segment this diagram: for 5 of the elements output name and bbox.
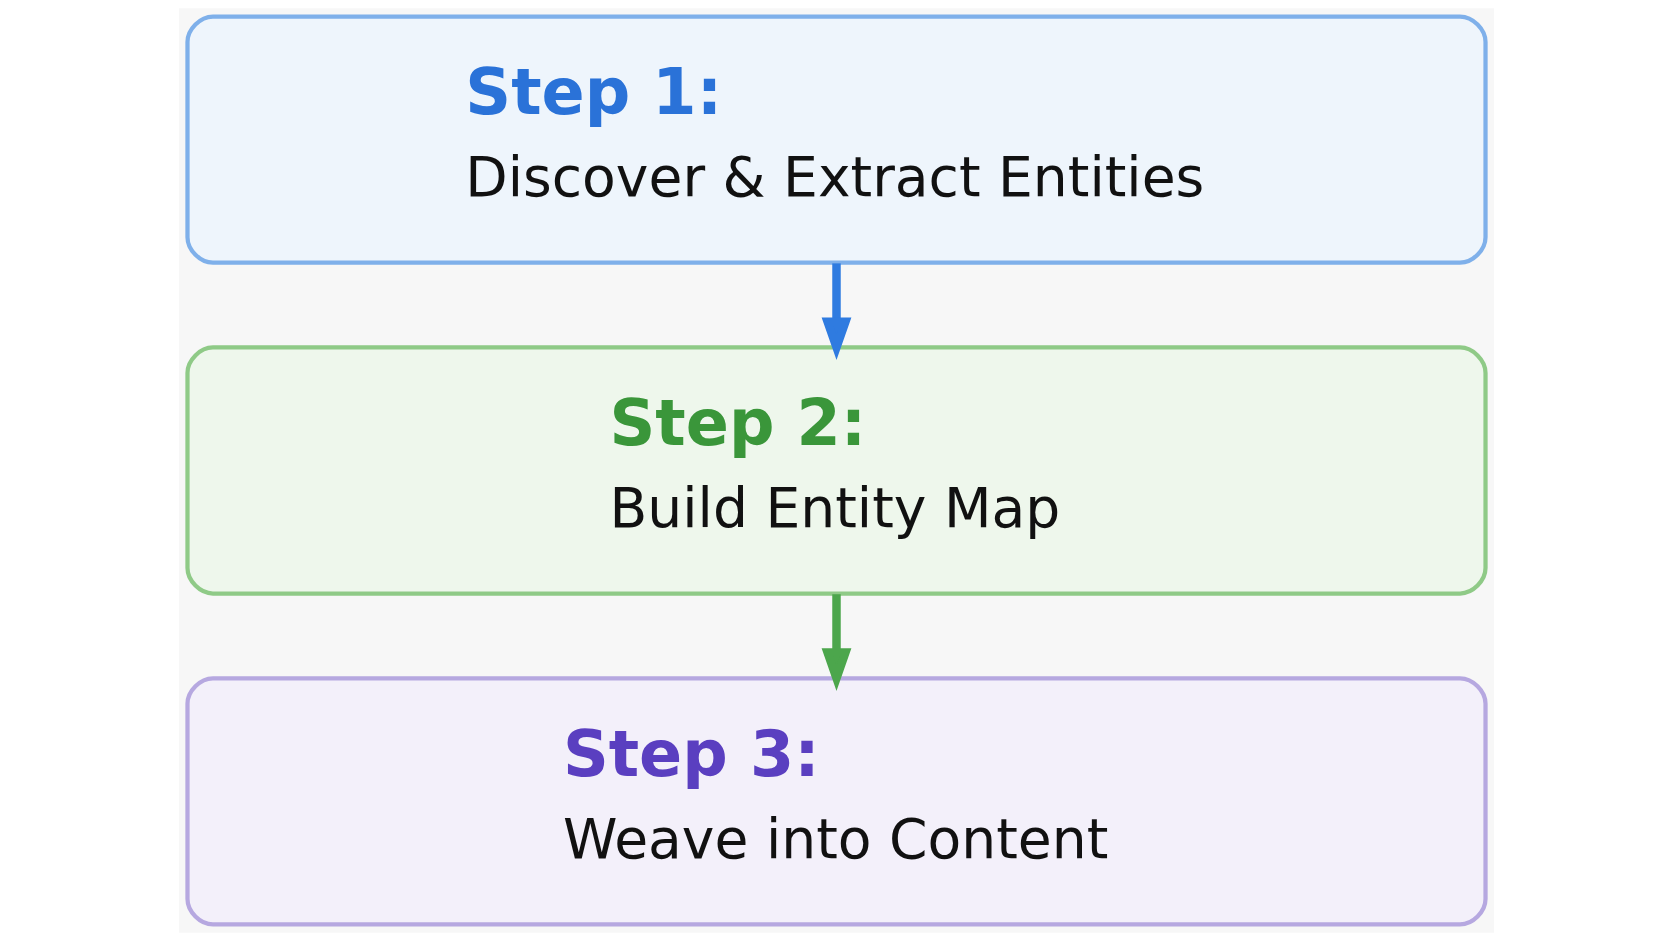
arrow [821, 594, 851, 691]
arrow [821, 263, 851, 361]
node-box: Step 2: Build Entity Map [184, 345, 1488, 596]
node-box: Step 1: Discover & Extract Entities [184, 14, 1488, 265]
node-box: Step 3: Weave into Content [184, 676, 1488, 927]
